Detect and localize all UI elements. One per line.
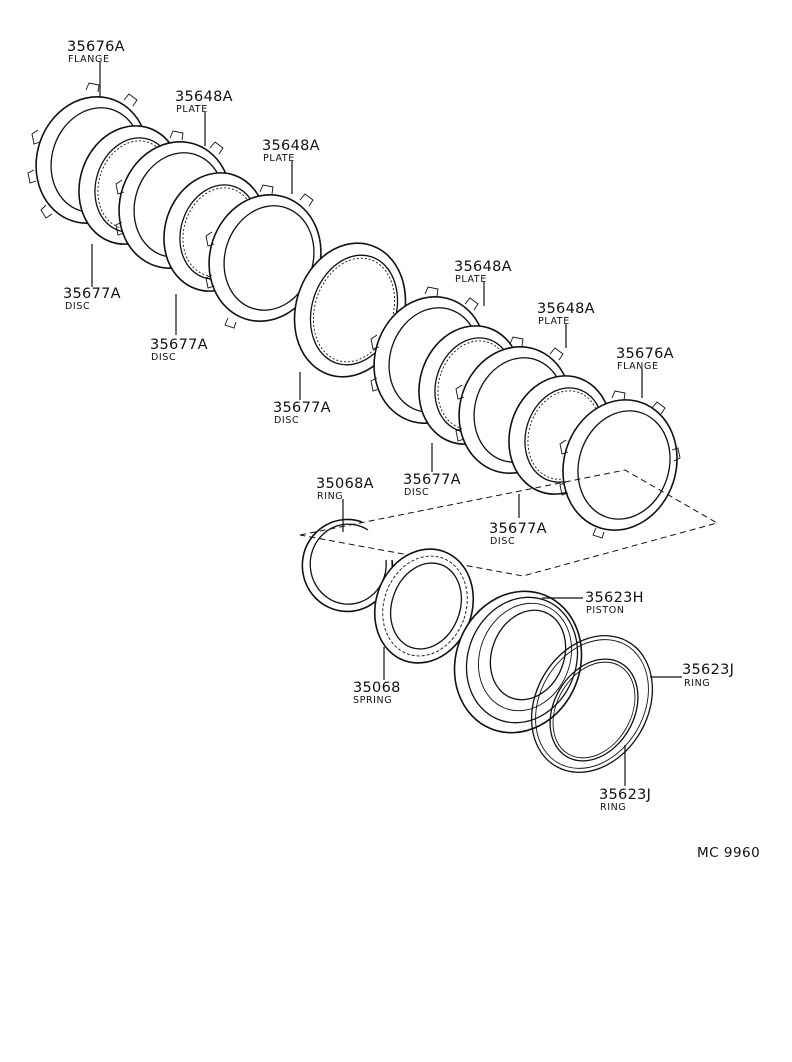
- part-number: 35677A: [489, 521, 547, 537]
- part-name: RING: [684, 678, 710, 689]
- part-name: DISC: [274, 415, 299, 426]
- spring-part: [373, 548, 475, 664]
- callout-disc-1: 35677A DISC: [63, 286, 121, 312]
- part-number: 35677A: [403, 472, 461, 488]
- oring-outer-part: [530, 634, 654, 774]
- callout-disc-3: 35677A DISC: [273, 400, 331, 426]
- part-name: FLANGE: [68, 54, 110, 65]
- part-number: 35623J: [682, 662, 734, 678]
- callout-ring-inner: 35623J RING: [599, 787, 651, 813]
- callout-spring: 35068 SPRING: [353, 680, 401, 706]
- part-name: PLATE: [455, 274, 487, 285]
- part-name: PISTON: [586, 605, 625, 616]
- part-name: PLATE: [176, 104, 208, 115]
- part-number: 35068: [353, 680, 401, 696]
- part-name: DISC: [151, 352, 176, 363]
- part-number: 35677A: [273, 400, 331, 416]
- callout-flange-upper-left: 35676A FLANGE: [67, 39, 125, 65]
- part-name: DISC: [65, 301, 90, 312]
- part-name: PLATE: [538, 316, 570, 327]
- callout-disc-4: 35677A DISC: [403, 472, 461, 498]
- callout-disc-5: 35677A DISC: [489, 521, 547, 547]
- callout-plate-4: 35648A PLATE: [537, 301, 595, 327]
- piston-part: [453, 590, 583, 734]
- part-name: DISC: [404, 487, 429, 498]
- figure-reference: MC 9960: [697, 845, 760, 861]
- callout-flange-right: 35676A FLANGE: [616, 346, 674, 372]
- callout-labels: 35676A FLANGE 35648A PLATE 35648A PLATE …: [63, 39, 734, 813]
- part-number: 35068A: [316, 476, 374, 492]
- part-name: RING: [600, 802, 626, 813]
- leader-lines: [91, 62, 682, 786]
- callout-plate-1: 35648A PLATE: [175, 89, 233, 115]
- piston-group: [299, 469, 719, 774]
- flange-part-2: [559, 390, 681, 539]
- clutch-pack: [27, 82, 681, 539]
- part-number: 35648A: [262, 138, 320, 154]
- callout-piston: 35623H PISTON: [585, 590, 644, 616]
- part-number: 35677A: [63, 286, 121, 302]
- part-name: DISC: [490, 536, 515, 547]
- part-number: 35676A: [67, 39, 125, 55]
- part-number: 35676A: [616, 346, 674, 362]
- part-number: 35648A: [537, 301, 595, 317]
- part-number: 35623J: [599, 787, 651, 803]
- part-name: RING: [317, 491, 343, 502]
- part-number: 35648A: [454, 259, 512, 275]
- part-number: 35677A: [150, 337, 208, 353]
- callout-plate-3: 35648A PLATE: [454, 259, 512, 285]
- part-name: PLATE: [263, 153, 295, 164]
- oring-inner-part: [549, 658, 639, 762]
- callout-disc-2: 35677A DISC: [150, 337, 208, 363]
- callout-ring-outer: 35623J RING: [682, 662, 734, 689]
- part-number: 35623H: [585, 590, 644, 606]
- callout-snap-ring: 35068A RING: [316, 476, 374, 502]
- part-name: FLANGE: [617, 361, 659, 372]
- callout-plate-2: 35648A PLATE: [262, 138, 320, 164]
- part-number: 35648A: [175, 89, 233, 105]
- part-name: SPRING: [353, 695, 392, 706]
